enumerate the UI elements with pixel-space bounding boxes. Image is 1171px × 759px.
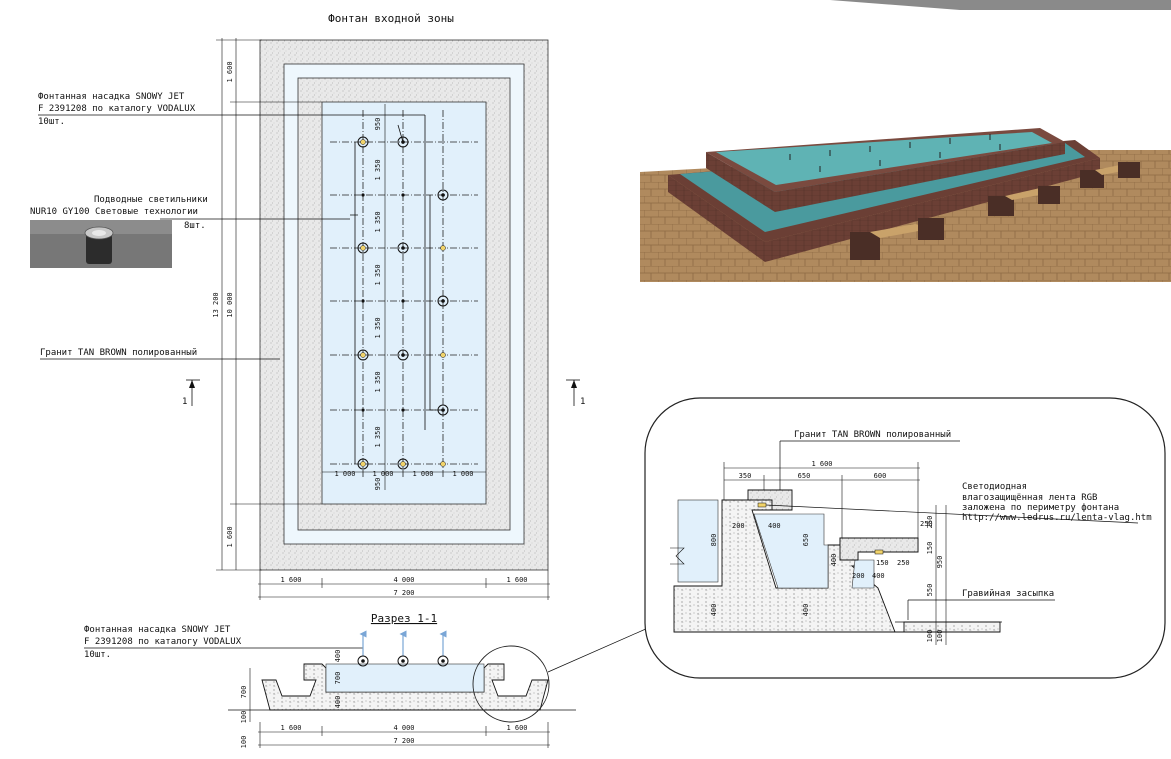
svg-text:250: 250: [897, 559, 910, 567]
svg-text:400: 400: [710, 604, 718, 617]
svg-text:4 000: 4 000: [393, 724, 414, 732]
svg-text:1: 1: [182, 397, 187, 407]
render-3d: [640, 88, 1171, 282]
svg-text:1 350: 1 350: [374, 426, 382, 447]
spacing-dims-horizontal: 1 000 1 000 1 000 1 000: [334, 470, 473, 478]
svg-text:1 600: 1 600: [506, 724, 527, 732]
svg-text:Светодиодная: Светодиодная: [962, 482, 1027, 492]
svg-text:10шт.: 10шт.: [38, 117, 65, 127]
svg-text:Гранит TAN BROWN полированный: Гранит TAN BROWN полированный: [40, 348, 197, 358]
svg-text:800: 800: [710, 534, 718, 547]
svg-text:1 600: 1 600: [811, 460, 832, 468]
svg-text:1 350: 1 350: [374, 159, 382, 180]
svg-text:100: 100: [240, 711, 248, 724]
svg-text:1: 1: [580, 397, 585, 407]
svg-text:950: 950: [936, 556, 944, 569]
svg-text:1 350: 1 350: [374, 264, 382, 285]
svg-text:100: 100: [926, 630, 934, 643]
section-marker-left: 1: [182, 379, 200, 407]
svg-text:650: 650: [802, 534, 810, 547]
svg-text:7 200: 7 200: [393, 589, 414, 597]
detail-callout-circle: [472, 645, 550, 723]
led-strip-label: Светодиодная влагозащищённая лента RGB з…: [765, 482, 1152, 524]
gravel-label: Гравийная засыпка: [907, 589, 1055, 620]
svg-text:1 600: 1 600: [226, 61, 234, 82]
svg-text:10 000: 10 000: [226, 292, 234, 317]
svg-text:NUR10 GY100 Световые технолог: NUR10 GY100 Световые технологии: [30, 207, 198, 217]
svg-text:1 600: 1 600: [226, 526, 234, 547]
led-strip-1: [757, 502, 767, 508]
svg-text:1 350: 1 350: [374, 211, 382, 232]
svg-text:550: 550: [926, 584, 934, 597]
nozzle-jets: [357, 630, 449, 667]
svg-text:7 200: 7 200: [393, 737, 414, 745]
svg-text:4 000: 4 000: [393, 576, 414, 584]
svg-text:заложена по периметру фонтана: заложена по периметру фонтана: [962, 503, 1119, 513]
svg-text:250: 250: [926, 516, 934, 529]
plan-left-dims: 13 200 10 000 1 600 1 600: [212, 38, 322, 571]
svg-text:1 600: 1 600: [280, 724, 301, 732]
svg-text:Фонтанная насадка SNOWY JET: Фонтанная насадка SNOWY JET: [38, 92, 185, 102]
svg-text:950: 950: [374, 478, 382, 491]
svg-text:150: 150: [926, 542, 934, 555]
svg-text:Подводные светильники: Подводные светильники: [94, 195, 208, 205]
svg-text:13 200: 13 200: [212, 292, 220, 317]
svg-text:400: 400: [802, 604, 810, 617]
svg-text:700: 700: [240, 686, 248, 699]
svg-text:1 000: 1 000: [452, 470, 473, 478]
svg-text:1 000: 1 000: [334, 470, 355, 478]
svg-text:1 600: 1 600: [280, 576, 301, 584]
svg-text:влагозащищённая лента RGB: влагозащищённая лента RGB: [962, 493, 1097, 503]
section-marker-right: 1: [566, 379, 585, 407]
light-product-photo: [30, 220, 172, 268]
svg-text:1 350: 1 350: [374, 371, 382, 392]
svg-text:Фонтанная насадка SNOWY JET: Фонтанная насадка SNOWY JET: [84, 625, 231, 635]
svg-text:Гравийная засыпка: Гравийная засыпка: [962, 589, 1054, 599]
nozzle-label: Фонтанная насадка SNOWY JET F 2391208 по…: [38, 92, 425, 127]
svg-text:http://www.ledrus.ru/lenta-vla: http://www.ledrus.ru/lenta-vlag.htm: [962, 513, 1152, 523]
svg-text:1 000: 1 000: [412, 470, 433, 478]
benches: [850, 162, 1140, 260]
svg-text:100: 100: [240, 736, 248, 749]
underwater-lights: [357, 136, 446, 470]
svg-text:1 000: 1 000: [372, 470, 393, 478]
plan-bottom-dims: 1 600 4 000 1 600 7 200: [258, 570, 550, 600]
svg-text:150: 150: [876, 559, 889, 567]
header-swoosh: [830, 0, 1171, 10]
svg-text:650: 650: [798, 472, 811, 480]
svg-text:Гранит TAN BROWN полированный: Гранит TAN BROWN полированный: [794, 430, 951, 440]
section-title: Разрез 1-1: [371, 612, 437, 625]
spacing-dims-vertical: 950 1 350 1 350 1 350 1 350 1 350 1 350 …: [374, 104, 386, 491]
svg-text:1 600: 1 600: [506, 576, 527, 584]
lights-label: Подводные светильники NUR10 GY100 Светов…: [30, 195, 350, 231]
svg-text:950: 950: [374, 118, 382, 131]
svg-text:250: 250: [920, 520, 933, 528]
svg-text:200: 200: [732, 522, 745, 530]
svg-text:600: 600: [874, 472, 887, 480]
svg-text:F 2391208 по каталогу VODALUX: F 2391208 по каталогу VODALUX: [38, 104, 196, 114]
svg-text:100: 100: [936, 630, 944, 643]
plan-view: Фонтан входной зоны: [30, 12, 585, 600]
svg-text:350: 350: [739, 472, 752, 480]
drawing-title: Фонтан входной зоны: [328, 12, 454, 25]
svg-text:400: 400: [768, 522, 781, 530]
svg-text:8шт.: 8шт.: [184, 221, 206, 231]
svg-text:F 2391208 по каталогу VODALUX: F 2391208 по каталогу VODALUX: [84, 637, 242, 647]
svg-text:10шт.: 10шт.: [84, 650, 111, 660]
fountain-nozzles: [361, 136, 449, 416]
svg-text:400: 400: [872, 572, 885, 580]
inner-pool: [321, 101, 487, 505]
detail-view: Гранит TAN BROWN полированный 1 600 350 …: [644, 397, 1166, 679]
granite-label: Гранит TAN BROWN полированный: [40, 348, 280, 360]
svg-text:400: 400: [334, 650, 342, 663]
led-strip-2: [874, 549, 884, 555]
svg-text:700: 700: [334, 672, 342, 685]
section-view: Разрез 1-1 Фонтанная насадка SNOWY JET F…: [84, 612, 649, 749]
svg-text:1 350: 1 350: [374, 317, 382, 338]
svg-text:200: 200: [852, 572, 865, 580]
svg-text:400: 400: [334, 696, 342, 709]
svg-text:400: 400: [830, 554, 838, 567]
